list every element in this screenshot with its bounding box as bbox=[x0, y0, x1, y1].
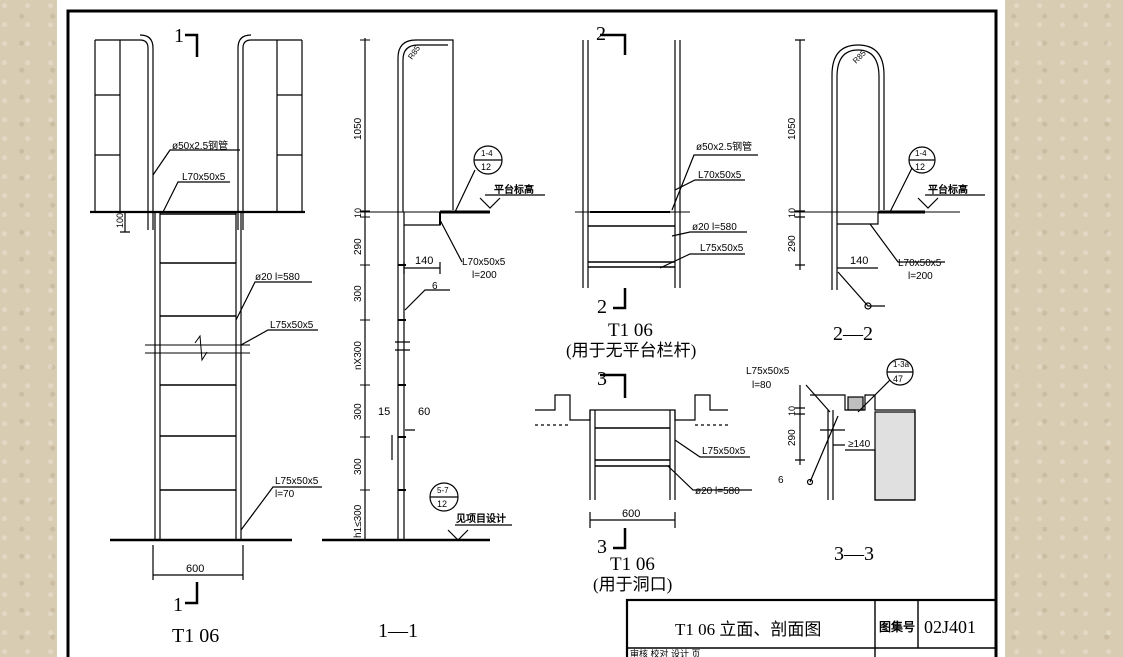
elevation-view bbox=[90, 33, 322, 605]
dim-ge140: ≥140 bbox=[848, 439, 871, 450]
l200-label-2: l=200 bbox=[908, 271, 933, 282]
angle-label-2: L70x50x5 bbox=[698, 170, 742, 181]
section-1-top-label: 1 bbox=[174, 25, 184, 47]
angle-75-label: L75x50x5 bbox=[270, 320, 314, 331]
section-1-1-title: 1—1 bbox=[378, 620, 418, 642]
callout-1-top: 1-4 bbox=[481, 149, 493, 158]
elevation-title: T1 06 bbox=[172, 625, 219, 647]
dim-290: 290 bbox=[353, 238, 364, 255]
dim-140-b: 140 bbox=[850, 255, 868, 267]
width-600-dim-2: 600 bbox=[622, 508, 640, 520]
dim-290-b: 290 bbox=[787, 235, 798, 252]
dim-1050: 1050 bbox=[353, 117, 364, 140]
callout-3-bottom: 12 bbox=[915, 162, 925, 172]
no-platform-view bbox=[575, 33, 758, 310]
dim-100: 100 bbox=[115, 213, 125, 228]
dim-nx300: nX300 bbox=[353, 341, 364, 370]
opening-view bbox=[535, 373, 752, 550]
dim-1050-b: 1050 bbox=[787, 117, 798, 140]
angle-75-label-3: L75x50x5 bbox=[702, 446, 746, 457]
platform-elevation-label-2: 平台标高 bbox=[928, 183, 968, 196]
sheet-border bbox=[66, 9, 998, 657]
see-project-label: 见项目设计 bbox=[456, 512, 506, 525]
dim-6: 6 bbox=[432, 281, 438, 292]
callout-4-top: 1-3a bbox=[893, 360, 910, 369]
dim-6-b: 6 bbox=[778, 475, 784, 486]
l70-label: l=70 bbox=[275, 489, 295, 500]
dim-300-c: 300 bbox=[353, 458, 364, 475]
angle-l80-label: L75x50x5 bbox=[746, 366, 790, 377]
dim-15: 15 bbox=[378, 406, 390, 418]
no-platform-title: T1 06 bbox=[608, 320, 653, 341]
section-3-top-label: 3 bbox=[597, 368, 607, 390]
dim-140: 140 bbox=[415, 255, 433, 267]
dim-60: 60 bbox=[418, 406, 430, 418]
opening-note: (用于洞口) bbox=[593, 575, 672, 594]
angle-75-label-2: L75x50x5 bbox=[700, 243, 744, 254]
callout-4-bottom: 47 bbox=[893, 374, 903, 384]
rung-label-3: ø20 l=580 bbox=[695, 486, 740, 497]
dim-10-b: 10 bbox=[787, 208, 797, 218]
callout-3-top: 1-4 bbox=[915, 149, 927, 158]
pipe-label-2: ø50x2.5钢管 bbox=[696, 140, 752, 153]
atlas-number: 02J401 bbox=[924, 617, 976, 637]
section-2-bottom-label: 2 bbox=[597, 296, 607, 318]
dim-300-a: 300 bbox=[353, 285, 364, 302]
opening-title: T1 06 bbox=[610, 554, 655, 575]
section-3-3-title: 3—3 bbox=[834, 543, 874, 565]
platform-elevation-label: 平台标高 bbox=[494, 183, 534, 196]
drawing-sheet bbox=[57, 0, 1005, 657]
callout-2-top: 5-7 bbox=[437, 486, 449, 495]
callout-2-bottom: 12 bbox=[437, 499, 447, 509]
section-2-2-title: 2—2 bbox=[833, 323, 873, 345]
rung-label-2: ø20 l=580 bbox=[692, 222, 737, 233]
angle-label: L70x50x5 bbox=[182, 172, 226, 183]
dim-290-c: 290 bbox=[787, 429, 798, 446]
angle-l200-label: L70x50x5 bbox=[462, 257, 506, 268]
atlas-label: 图集号 bbox=[879, 619, 915, 634]
rung-label: ø20 l=580 bbox=[255, 272, 300, 283]
width-600-dim: 600 bbox=[186, 563, 204, 575]
angle-75-l70-label: L75x50x5 bbox=[275, 476, 319, 487]
pipe-label: ø50x2.5钢管 bbox=[172, 139, 228, 152]
section-2-2-view bbox=[790, 39, 985, 310]
no-platform-note: (用于无平台栏杆) bbox=[566, 341, 696, 360]
angle-l200-label-2: L70x50x5 bbox=[898, 258, 942, 269]
section-2-top-label: 2 bbox=[596, 23, 606, 45]
dim-10-c: 10 bbox=[787, 406, 797, 416]
l200-label: l=200 bbox=[472, 270, 497, 281]
dim-300-b: 300 bbox=[353, 403, 364, 420]
dim-h300: h1≤300 bbox=[353, 504, 364, 538]
section-3-3-view bbox=[795, 358, 916, 501]
title-block bbox=[625, 598, 998, 657]
dim-10: 10 bbox=[353, 208, 363, 218]
title-block-row2: 审核 校对 设计 页 bbox=[630, 648, 701, 657]
radius-label: R85 bbox=[406, 44, 422, 62]
callout-1-bottom: 12 bbox=[481, 162, 491, 172]
l80-label: l=80 bbox=[752, 380, 772, 391]
section-3-bottom-label: 3 bbox=[597, 536, 607, 558]
section-1-1-view bbox=[322, 38, 545, 542]
section-1-bottom-label: 1 bbox=[173, 594, 183, 616]
title-block-title: T1 06 立面、剖面图 bbox=[675, 620, 821, 639]
